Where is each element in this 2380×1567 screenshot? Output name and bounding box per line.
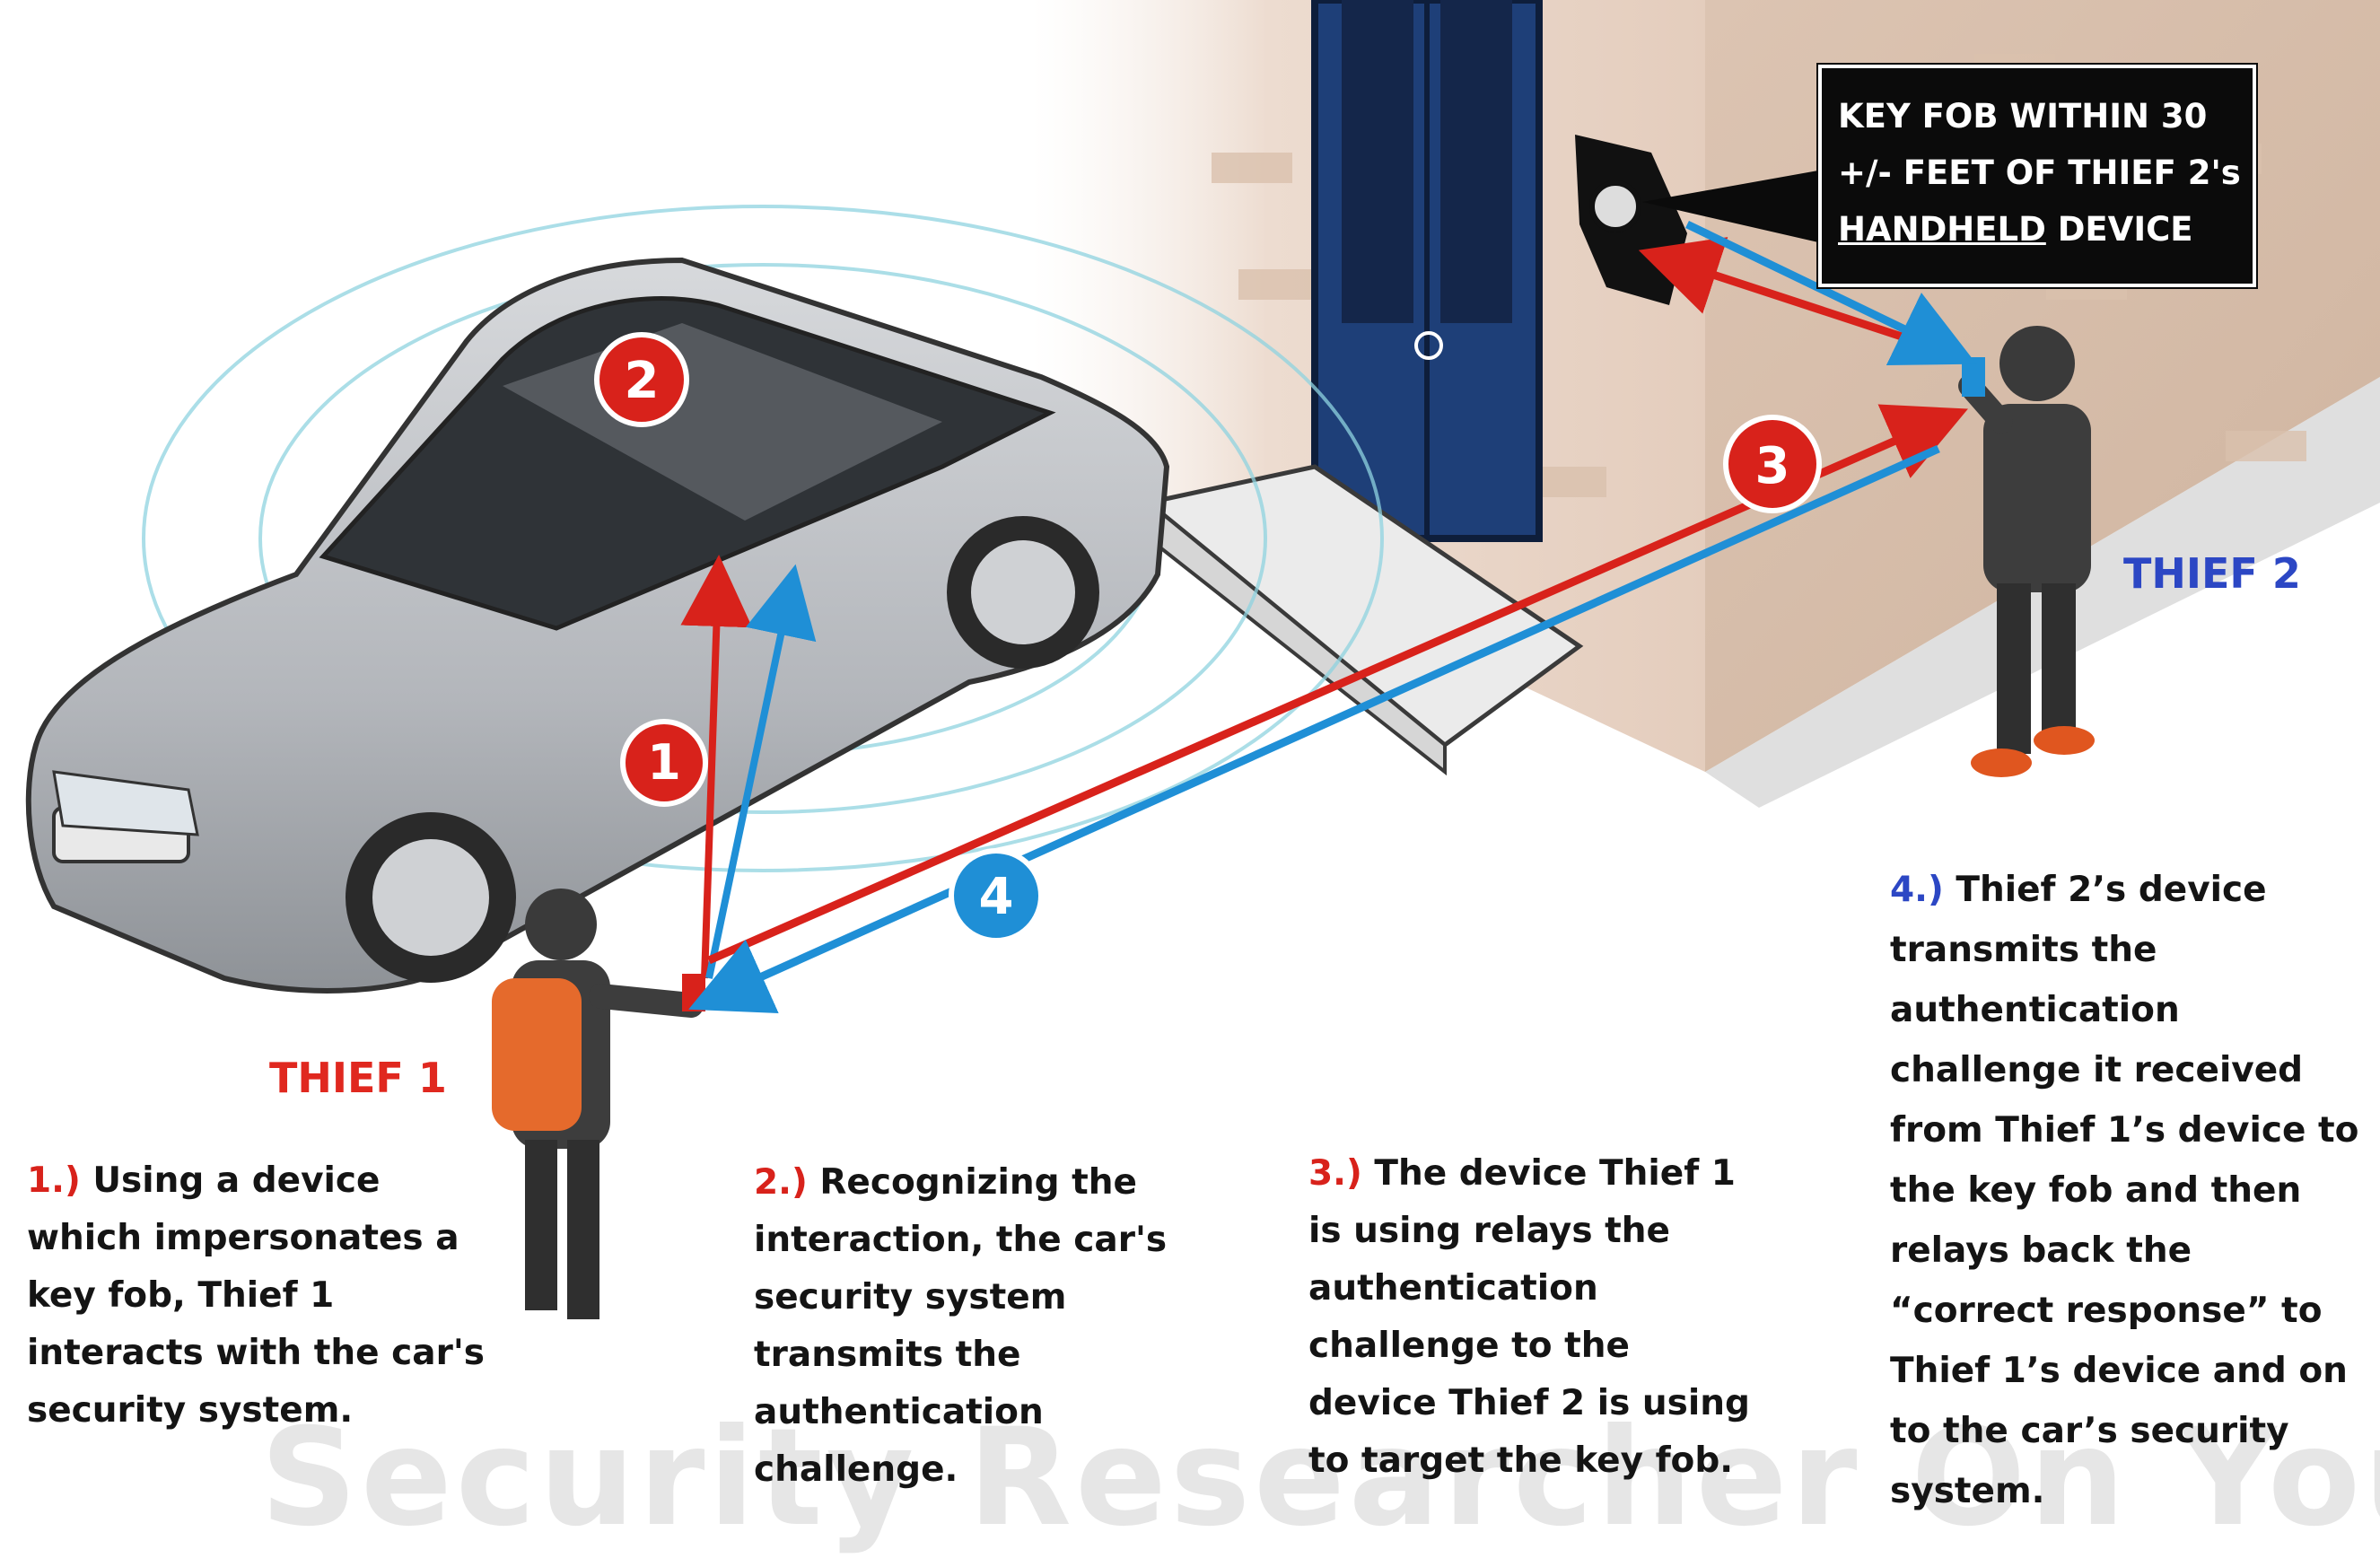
step-3-line-2: is using relays the xyxy=(1308,1211,1671,1251)
step-2-line-1: 2.) Recognizing the xyxy=(754,1154,1167,1212)
step-2-line-6: challenge. xyxy=(754,1449,958,1490)
arrow-fob-blue xyxy=(1685,220,1977,366)
arrow-1-red xyxy=(680,555,753,979)
step-4-line-9: Thief 1’s device and on xyxy=(1890,1351,2348,1391)
step-4-line-4: challenge it received xyxy=(1890,1050,2304,1090)
step-2-line-2: interaction, the car's xyxy=(754,1220,1168,1260)
step-4-line-1: 4.) Thief 2’s device xyxy=(1890,860,2358,920)
step-4-line-8: “correct response” to xyxy=(1890,1291,2323,1331)
step-4-line-3: authentication xyxy=(1890,990,2180,1030)
step-3-text: 3.) The device Thief 1 is using relays t… xyxy=(1308,1145,1750,1490)
step-2-line-1-text: Recognizing the xyxy=(819,1162,1137,1203)
marker-3: 3 xyxy=(1723,415,1822,513)
callout-line-2: +/- FEET OF THIEF 2's xyxy=(1838,153,2241,192)
door xyxy=(1311,0,1543,542)
step-3-line-5: device Thief 2 is using xyxy=(1308,1383,1750,1423)
step-2-line-3: security system xyxy=(754,1277,1067,1318)
step-4-line-7: relays back the xyxy=(1890,1230,2192,1271)
step-1-line-1-text: Using a device xyxy=(92,1160,381,1201)
step-2-number: 2.) xyxy=(754,1162,808,1203)
step-3-line-4: challenge to the xyxy=(1308,1326,1630,1366)
callout-line-3-rest: DEVICE xyxy=(2045,210,2193,249)
arrow-2-blue xyxy=(705,564,817,979)
step-4-text: 4.) Thief 2’s device transmits the authe… xyxy=(1890,860,2358,1521)
svg-text:3: 3 xyxy=(1755,437,1790,495)
step-2-line-4: transmits the xyxy=(754,1335,1021,1375)
step-3-line-6: to target the key fob. xyxy=(1308,1440,1734,1481)
step-3-line-3: authentication xyxy=(1308,1268,1598,1309)
callout-underlined-word: HANDHELD xyxy=(1838,210,2046,249)
step-1-line-2: which impersonates a xyxy=(27,1218,459,1258)
marker-4: 4 xyxy=(949,848,1044,943)
svg-text:1: 1 xyxy=(647,734,681,791)
callout-pointer xyxy=(1642,171,1818,242)
step-1-number: 1.) xyxy=(27,1160,81,1201)
step-4-line-5: from Thief 1’s device to xyxy=(1890,1110,2359,1151)
marker-2: 2 xyxy=(594,332,689,427)
step-1-line-5: security system. xyxy=(27,1390,354,1431)
step-4-number: 4.) xyxy=(1890,870,1944,910)
arrow-3-red xyxy=(707,404,1968,965)
step-3-line-1: 3.) The device Thief 1 xyxy=(1308,1145,1750,1203)
thief-2-figure xyxy=(1958,326,2095,777)
thief-2-label: THIEF 2 xyxy=(2123,549,2301,598)
step-4-line-10: to the car’s security xyxy=(1890,1411,2289,1451)
step-1-line-1: 1.) Using a device xyxy=(27,1152,485,1210)
step-4-line-2: transmits the xyxy=(1890,930,2157,970)
callout-line-3: HANDHELD DEVICE xyxy=(1838,201,2236,258)
step-3-number: 3.) xyxy=(1308,1153,1362,1194)
step-4-line-1-text: Thief 2’s device xyxy=(1956,870,2267,910)
step-1-text: 1.) Using a device which impersonates a … xyxy=(27,1152,485,1440)
thief-1-figure xyxy=(492,889,705,1319)
step-2-text: 2.) Recognizing the interaction, the car… xyxy=(754,1154,1167,1499)
thief-1-label: THIEF 1 xyxy=(269,1054,447,1102)
step-2-line-5: authentication xyxy=(754,1392,1044,1432)
step-1-line-4: interacts with the car's xyxy=(27,1333,485,1373)
step-4-line-6: the key fob and then xyxy=(1890,1170,2302,1211)
step-3-line-1-text: The device Thief 1 xyxy=(1374,1153,1736,1194)
arrow-4-blue xyxy=(688,444,1940,1013)
step-1-line-3: key fob, Thief 1 xyxy=(27,1275,335,1316)
svg-text:4: 4 xyxy=(979,868,1014,926)
car xyxy=(25,257,1170,994)
watermark-text: Security Researcher On YouTube xyxy=(260,1400,2380,1556)
svg-text:2: 2 xyxy=(625,352,660,410)
marker-1: 1 xyxy=(620,719,708,807)
key-fob-callout: KEY FOB WITHIN 30 +/- FEET OF THIEF 2's … xyxy=(1816,63,2258,289)
callout-line-1: KEY FOB WITHIN 30 xyxy=(1838,97,2208,136)
step-4-line-11: system. xyxy=(1890,1471,2045,1511)
signal-arrows xyxy=(680,220,1977,1013)
